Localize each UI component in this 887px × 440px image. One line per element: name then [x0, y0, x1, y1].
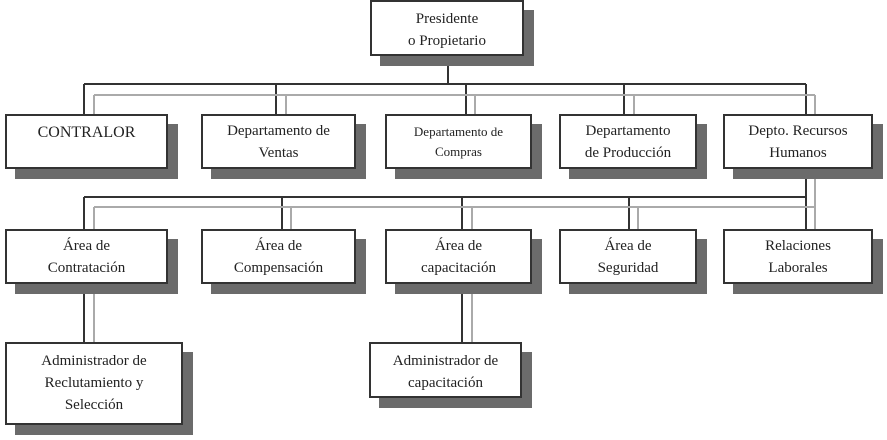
node-produccion: Departamento de Producción: [559, 114, 697, 169]
node-admin-reclutamiento: Administrador de Reclutamiento y Selecci…: [5, 342, 183, 425]
node-admin-capacitacion: Administrador de capacitación: [369, 342, 522, 398]
node-area-contratacion: Área de Contratación: [5, 229, 168, 284]
node-compras: Departamento de Compras: [385, 114, 532, 169]
node-ventas: Departamento de Ventas: [201, 114, 356, 169]
node-presidente: Presidente o Propietario: [370, 0, 524, 56]
node-area-seguridad: Área de Seguridad: [559, 229, 697, 284]
node-relaciones-laborales: Relaciones Laborales: [723, 229, 873, 284]
node-contralor: CONTRALOR: [5, 114, 168, 169]
node-area-capacitacion: Área de capacitación: [385, 229, 532, 284]
node-area-compensacion: Área de Compensación: [201, 229, 356, 284]
node-recursos-humanos: Depto. Recursos Humanos: [723, 114, 873, 169]
